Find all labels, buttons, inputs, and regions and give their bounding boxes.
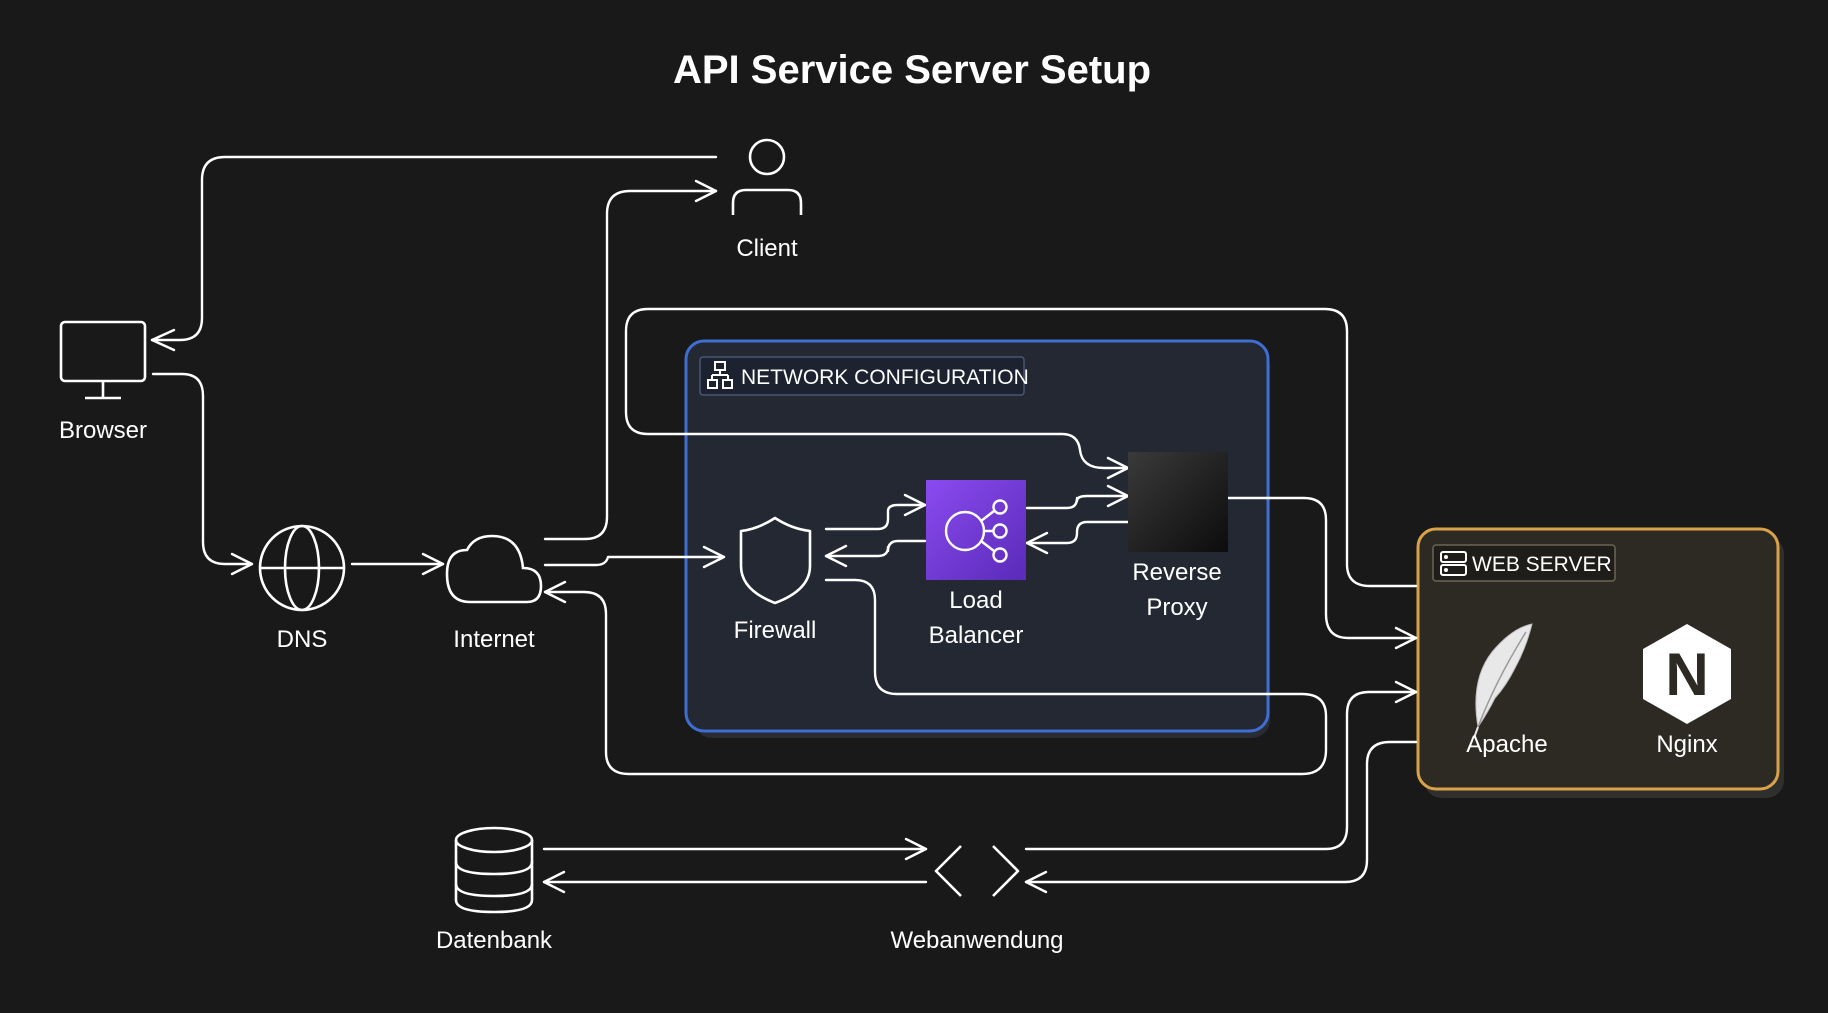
connector-webapp-webserver — [1024, 690, 1418, 851]
datenbank-label: Datenbank — [436, 927, 553, 954]
connector-proxy-lb — [1025, 520, 1130, 545]
arrowhead — [1025, 531, 1049, 555]
apache-node[interactable]: Apache — [1466, 623, 1548, 758]
arrowhead — [1024, 870, 1048, 894]
cloud-icon — [445, 534, 543, 604]
connector-lb-firewall — [824, 539, 927, 558]
nginx-icon: N — [1643, 624, 1731, 724]
connector-client-browser — [150, 155, 718, 342]
arrowhead — [694, 179, 718, 203]
user-icon — [731, 138, 803, 215]
arrowhead — [543, 580, 567, 604]
connector-internet-client — [543, 189, 718, 541]
web-server-group: WEB SERVER — [1416, 527, 1784, 798]
arrowhead — [904, 837, 928, 861]
dns-node[interactable]: DNS — [258, 524, 346, 653]
monitor-icon — [59, 320, 147, 400]
webanwendung-node[interactable]: Webanwendung — [890, 845, 1064, 954]
arrowhead — [1394, 680, 1418, 704]
client-node[interactable]: Client — [731, 138, 803, 262]
arrowhead — [903, 493, 927, 517]
arrowhead — [702, 545, 726, 569]
client-label: Client — [736, 235, 798, 262]
reverse-proxy-node[interactable]: Reverse Proxy — [1128, 452, 1228, 621]
arrowhead — [542, 870, 566, 894]
load-balancer-label-line2: Balancer — [929, 622, 1024, 649]
internet-node[interactable]: Internet — [445, 534, 543, 653]
globe-icon — [258, 524, 346, 612]
web-server-label: WEB SERVER — [1472, 553, 1612, 576]
firewall-label: Firewall — [734, 617, 817, 644]
database-icon — [454, 826, 534, 914]
arrowhead — [150, 328, 176, 352]
connector-webserver-proxy — [624, 307, 1418, 588]
connector-webserver-webapp — [1024, 740, 1418, 884]
hierarchy-icon — [707, 361, 733, 389]
connector-firewall-internet — [543, 578, 1328, 776]
server-icon — [1440, 551, 1467, 576]
load-balancer-label-line1: Load — [949, 587, 1002, 614]
connector-lb-proxy — [1025, 494, 1130, 510]
arrowhead — [230, 552, 254, 576]
browser-label: Browser — [59, 417, 147, 444]
firewall-node[interactable]: Firewall — [734, 516, 817, 644]
reverse-proxy-label-line1: Reverse — [1132, 559, 1221, 586]
nginx-glyph: N — [1665, 641, 1708, 708]
datenbank-node[interactable]: Datenbank — [436, 826, 553, 954]
reverse-proxy-label-line2: Proxy — [1146, 594, 1207, 621]
arrowhead — [824, 544, 848, 568]
arrowhead — [1394, 626, 1418, 650]
feather-icon — [1473, 623, 1533, 739]
connector-browser-dns — [151, 372, 254, 566]
webanwendung-label: Webanwendung — [890, 927, 1063, 954]
load-balancer-node[interactable]: Load Balancer — [926, 480, 1026, 649]
connector-internet-firewall — [543, 555, 726, 567]
connector-proxy-webserver — [1226, 496, 1418, 640]
browser-node[interactable]: Browser — [59, 320, 147, 444]
apache-label: Apache — [1466, 731, 1547, 758]
proxy-icon — [1128, 452, 1228, 552]
load-balancer-icon — [926, 480, 1026, 580]
shield-icon — [739, 516, 812, 605]
arrowhead — [421, 552, 445, 576]
internet-label: Internet — [453, 626, 535, 653]
nginx-label: Nginx — [1656, 731, 1717, 758]
connector-firewall-lb — [824, 503, 927, 531]
code-icon — [934, 845, 1020, 897]
connectors — [150, 155, 1418, 894]
nginx-node[interactable]: N Nginx — [1643, 624, 1731, 758]
network-configuration-label: NETWORK CONFIGURATION — [741, 366, 1029, 389]
diagram-title: API Service Server Setup — [673, 48, 1151, 92]
dns-label: DNS — [277, 626, 328, 653]
